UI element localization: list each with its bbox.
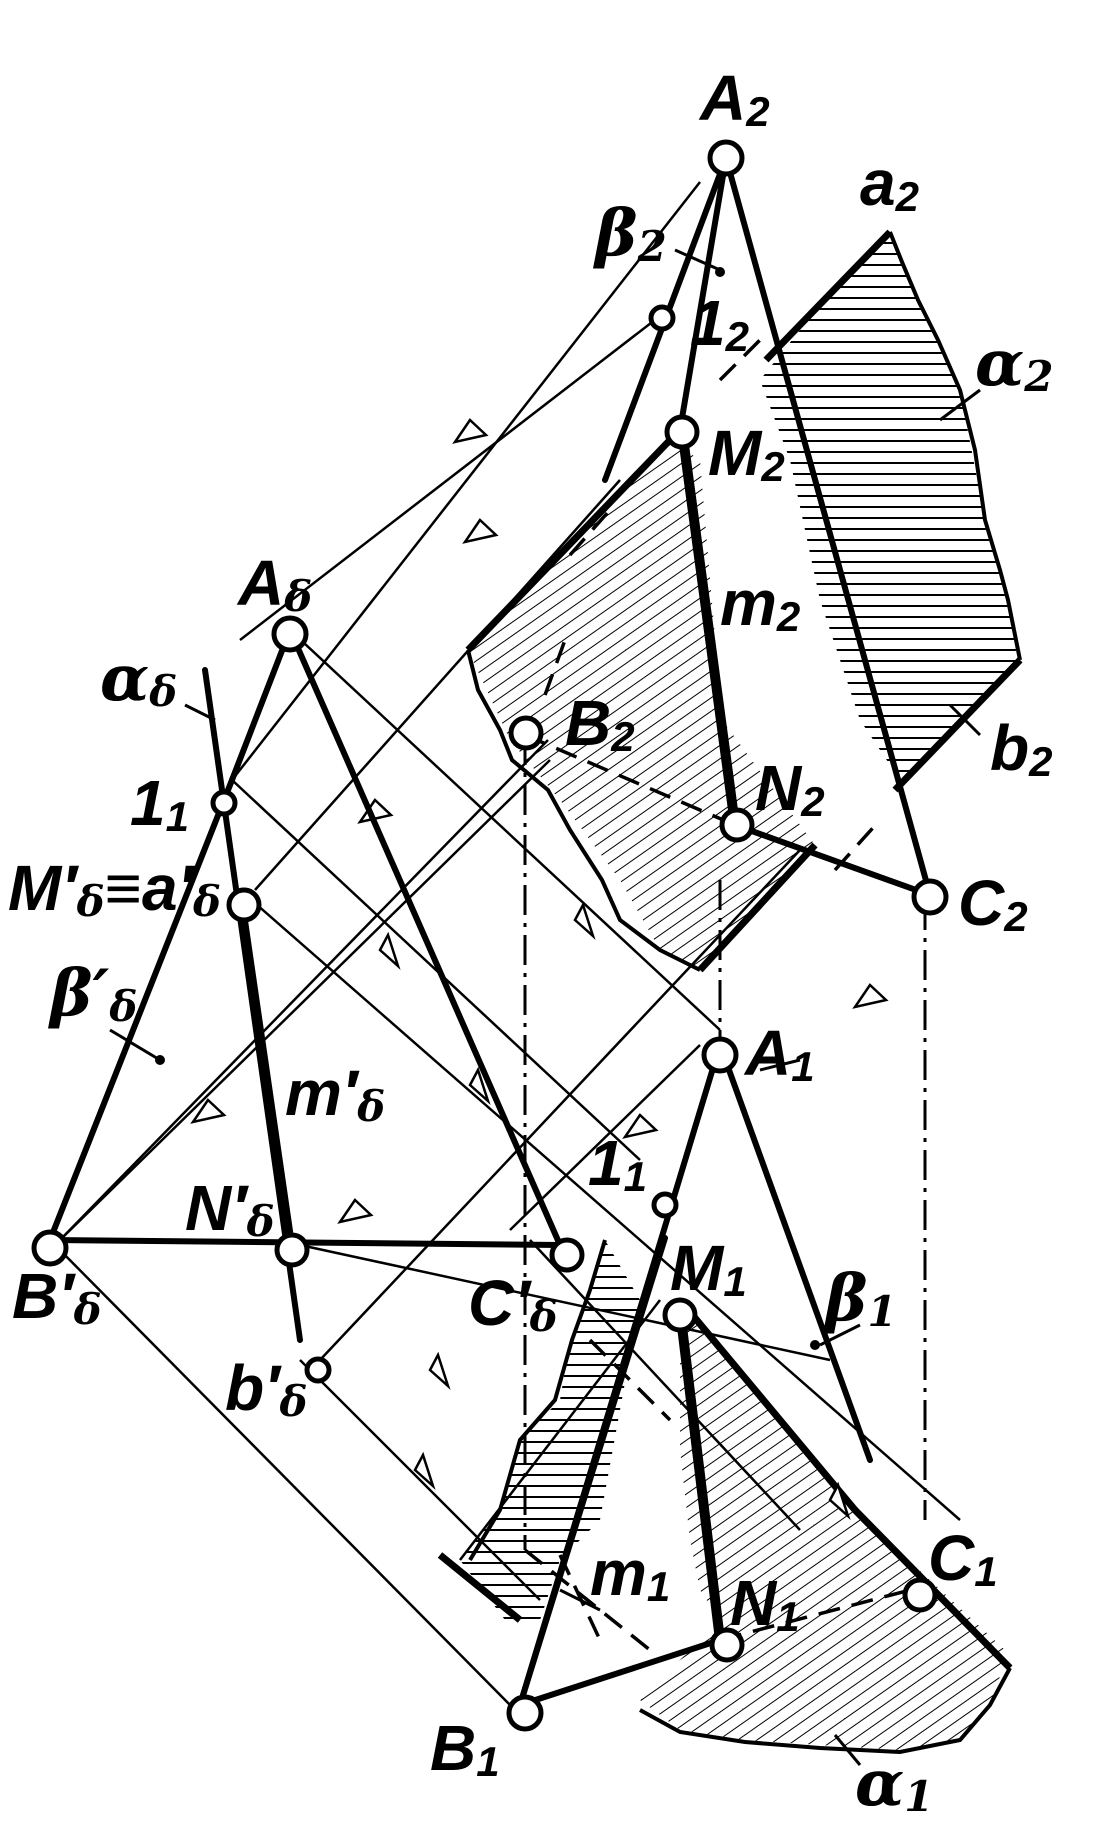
label-beta2: β2 bbox=[593, 196, 667, 271]
label-M-delta-equiv-a-delta: M′δ≡a′δ bbox=[8, 852, 221, 926]
point-B-delta bbox=[31, 1229, 69, 1267]
line-m-thick bbox=[235, 425, 740, 1645]
label-C1: C1 bbox=[928, 1522, 998, 1595]
label-a2: a2 bbox=[860, 147, 919, 220]
label-A2: A2 bbox=[698, 62, 770, 135]
label-B2: B2 bbox=[565, 687, 635, 760]
construction-arrows bbox=[190, 418, 889, 1520]
point-N1 bbox=[709, 1627, 745, 1663]
label-M1: M1 bbox=[670, 1232, 747, 1305]
labels: A2 a2 β2 12 α2 M2 m2 Aδ αδ B2 b2 N2 11 M… bbox=[8, 62, 1053, 1821]
points bbox=[31, 139, 949, 1732]
label-C-delta: C′δ bbox=[468, 1267, 558, 1341]
label-1-1-right: 11 bbox=[588, 1127, 647, 1200]
label-1-1-left: 11 bbox=[130, 767, 189, 840]
point-M2 bbox=[664, 414, 700, 450]
main-lines bbox=[47, 155, 933, 1708]
label-C2: C2 bbox=[958, 867, 1028, 940]
point-M-delta bbox=[226, 887, 262, 923]
label-b2: b2 bbox=[990, 712, 1052, 785]
label-A-delta: Aδ bbox=[236, 547, 312, 621]
label-beta-delta: β′δ bbox=[48, 956, 137, 1031]
point-b-delta bbox=[304, 1356, 332, 1384]
small-dots bbox=[155, 267, 820, 1350]
point-1-2 bbox=[648, 304, 676, 332]
label-alpha1: α1 bbox=[855, 1746, 933, 1821]
point-1-1-left bbox=[210, 789, 238, 817]
plane-alpha1-edge-bottom bbox=[639, 1667, 1012, 1755]
plane-alpha2-region bbox=[760, 232, 1020, 780]
point-1-1-right bbox=[651, 1191, 679, 1219]
label-B1: B1 bbox=[430, 1712, 500, 1785]
label-leaders bbox=[109, 248, 982, 1766]
construction-lines bbox=[49, 181, 961, 1711]
label-N-delta: N′δ bbox=[185, 1172, 275, 1246]
point-N-delta bbox=[274, 1232, 310, 1268]
point-C2 bbox=[911, 878, 949, 916]
label-1-2: 12 bbox=[690, 287, 749, 360]
plane-alpha1-edge-top bbox=[677, 1297, 1013, 1671]
label-A1: A1 bbox=[743, 1017, 815, 1090]
label-beta1: β1 bbox=[823, 1261, 897, 1336]
label-alpha-delta: αδ bbox=[100, 641, 177, 716]
projection-lines bbox=[523, 735, 927, 1550]
label-b-delta: b′δ bbox=[225, 1352, 307, 1426]
label-m-delta: m′δ bbox=[285, 1057, 385, 1131]
point-B1 bbox=[506, 1694, 544, 1732]
plane-alpha2-edge-top bbox=[763, 229, 893, 363]
point-M1 bbox=[662, 1297, 698, 1333]
point-C1 bbox=[902, 1577, 938, 1613]
point-C-delta bbox=[549, 1237, 585, 1273]
plane-alpha2-edge-bottom bbox=[892, 657, 1023, 793]
label-m2: m2 bbox=[720, 567, 800, 640]
plane-alpha2-edge-right bbox=[888, 231, 1022, 661]
label-N1: N1 bbox=[730, 1567, 800, 1640]
plane-lower-left-region bbox=[460, 1240, 640, 1620]
plane-lower-left-edge-bottom bbox=[437, 1552, 523, 1623]
point-A-delta bbox=[271, 615, 309, 653]
plane-beta-shaded-edge-left bbox=[466, 649, 701, 972]
point-A2 bbox=[707, 139, 745, 177]
point-A1 bbox=[701, 1036, 739, 1074]
label-M2: M2 bbox=[708, 417, 785, 490]
point-B2 bbox=[508, 715, 544, 751]
label-m1: m1 bbox=[590, 1537, 670, 1610]
label-alpha2: α2 bbox=[975, 326, 1053, 401]
plane-beta-shaded-edge-top bbox=[465, 437, 673, 653]
label-B-delta: B′δ bbox=[12, 1260, 102, 1334]
point-N2 bbox=[719, 807, 755, 843]
label-N2: N2 bbox=[755, 752, 825, 825]
